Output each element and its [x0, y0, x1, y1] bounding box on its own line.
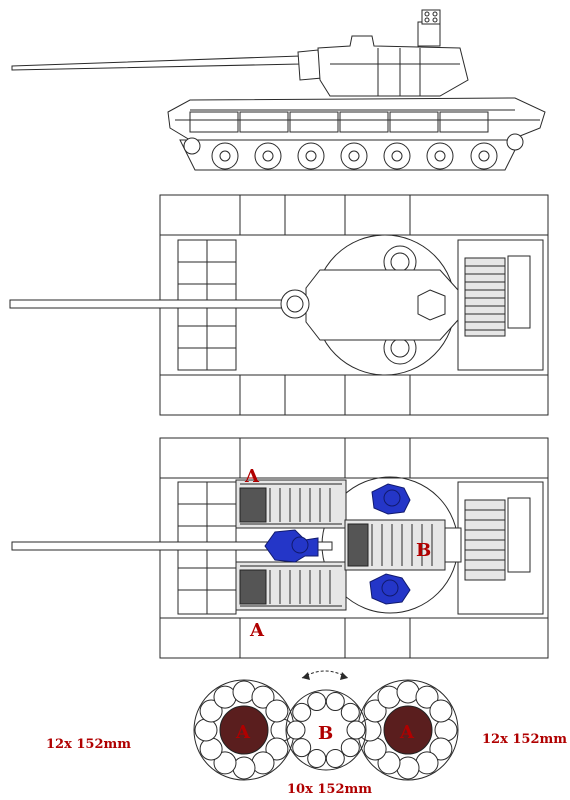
- shell-slot-center: [286, 720, 306, 740]
- label-b: B: [416, 540, 431, 561]
- shell-slot-center: [325, 692, 345, 711]
- shell-slot-right: [363, 699, 387, 723]
- caption-right-capacity: 12x 152mm: [482, 732, 568, 747]
- shell-slot-center: [340, 702, 360, 722]
- shell-slot-center: [325, 749, 345, 768]
- shell-slot-right: [377, 685, 401, 709]
- shell-slot-right: [415, 751, 439, 775]
- shell-slot-center: [307, 692, 327, 711]
- shell-slot-center: [307, 749, 327, 768]
- cutaway-view: A A B: [11, 437, 549, 659]
- shell-slot-left: [265, 699, 289, 723]
- shell-slot-left: [199, 737, 223, 761]
- drum-label-left: A: [235, 722, 251, 743]
- crew-members: [264, 483, 411, 605]
- shell-slot-left: [232, 680, 256, 704]
- shell-slot-left: [251, 685, 275, 709]
- shell-slot-left: [213, 751, 237, 775]
- shell-slot-left: [199, 699, 223, 723]
- magazine-a-top: [235, 479, 347, 529]
- shell-slot-center: [292, 738, 312, 758]
- label-a-bottom: A: [249, 620, 265, 641]
- side-view: [11, 9, 546, 171]
- shell-slot-right: [396, 756, 420, 780]
- magazine-a-bottom: [235, 561, 347, 611]
- shell-slot-right: [377, 751, 401, 775]
- shell-slot-center: [340, 738, 360, 758]
- label-a-top: A: [244, 466, 260, 487]
- shell-slot-right: [363, 737, 387, 761]
- caption-left-capacity: 12x 152mm: [46, 737, 132, 752]
- shell-slot-left: [213, 685, 237, 709]
- shell-slot-center: [346, 720, 366, 740]
- shell-slot-left: [194, 718, 218, 742]
- shell-slot-right: [429, 699, 453, 723]
- drum-label-right: A: [399, 722, 415, 743]
- shell-slot-left: [265, 737, 289, 761]
- top-view: [9, 194, 549, 416]
- drum-diagram: A B A: [193, 670, 459, 781]
- shell-slot-right: [429, 737, 453, 761]
- shell-slot-left: [232, 756, 256, 780]
- shell-slot-right: [434, 718, 458, 742]
- shell-slot-right: [396, 680, 420, 704]
- shell-slot-center: [292, 702, 312, 722]
- caption-center-capacity: 10x 152mm: [287, 782, 373, 797]
- magazine-b: [344, 519, 462, 571]
- drum-label-center: B: [318, 723, 333, 744]
- shell-slot-right: [415, 685, 439, 709]
- shell-slot-left: [251, 751, 275, 775]
